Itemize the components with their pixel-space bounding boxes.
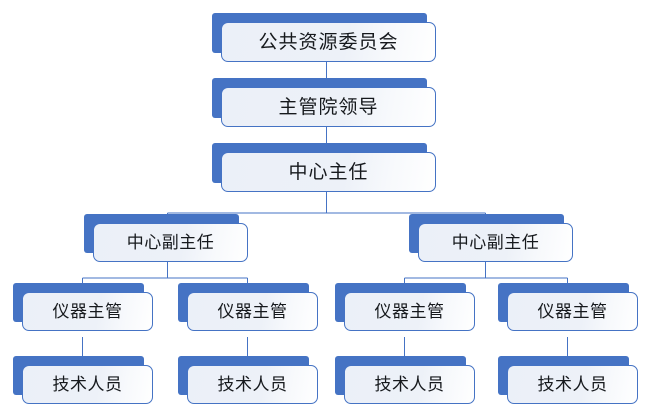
node-label: 中心副主任 — [451, 233, 540, 252]
node-label: 中心主任 — [288, 161, 369, 183]
node-instrument-supervisor-3[interactable]: 仪器主管 — [335, 283, 475, 331]
node-face: 中心副主任 — [418, 223, 573, 262]
node-face: 技术人员 — [187, 365, 318, 404]
node-label: 技术人员 — [52, 375, 123, 394]
node-face: 公共资源委员会 — [221, 22, 436, 62]
node-label: 公共资源委员会 — [258, 31, 399, 53]
node-instrument-supervisor-4[interactable]: 仪器主管 — [498, 283, 638, 331]
node-face: 技术人员 — [507, 365, 638, 404]
node-technical-staff-4[interactable]: 技术人员 — [498, 356, 638, 404]
node-label: 技术人员 — [374, 375, 445, 394]
node-face: 中心副主任 — [93, 223, 248, 262]
node-face: 仪器主管 — [507, 292, 638, 331]
node-face: 仪器主管 — [187, 292, 318, 331]
node-label: 中心副主任 — [126, 233, 215, 252]
node-label: 仪器主管 — [374, 302, 445, 321]
node-face: 仪器主管 — [22, 292, 153, 331]
node-label: 主管院领导 — [278, 96, 379, 118]
node-deputy-center-director-1[interactable]: 中心副主任 — [84, 214, 248, 262]
node-face: 仪器主管 — [344, 292, 475, 331]
node-instrument-supervisor-1[interactable]: 仪器主管 — [13, 283, 153, 331]
node-label: 仪器主管 — [537, 302, 608, 321]
node-center-director[interactable]: 中心主任 — [212, 143, 436, 192]
node-public-resources-committee[interactable]: 公共资源委员会 — [212, 13, 436, 62]
node-label: 仪器主管 — [217, 302, 288, 321]
node-deputy-center-director-2[interactable]: 中心副主任 — [409, 214, 573, 262]
node-face: 主管院领导 — [221, 87, 436, 127]
node-face: 中心主任 — [221, 152, 436, 192]
node-label: 技术人员 — [217, 375, 288, 394]
node-label: 仪器主管 — [52, 302, 123, 321]
node-instrument-supervisor-2[interactable]: 仪器主管 — [178, 283, 318, 331]
node-technical-staff-3[interactable]: 技术人员 — [335, 356, 475, 404]
node-supervising-institute-leader[interactable]: 主管院领导 — [212, 78, 436, 127]
node-face: 技术人员 — [344, 365, 475, 404]
node-technical-staff-2[interactable]: 技术人员 — [178, 356, 318, 404]
node-label: 技术人员 — [537, 375, 608, 394]
node-technical-staff-1[interactable]: 技术人员 — [13, 356, 153, 404]
node-face: 技术人员 — [22, 365, 153, 404]
